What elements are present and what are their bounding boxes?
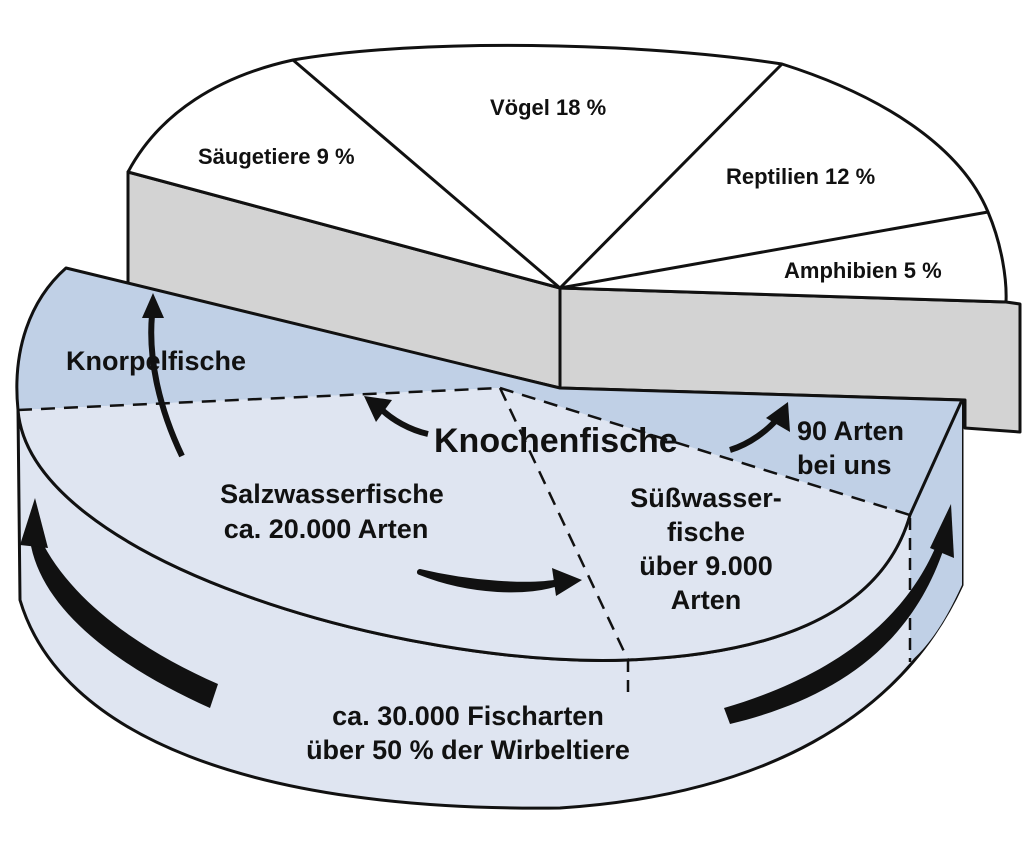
label-salzwasser-line1: Salzwasserfische <box>220 479 444 509</box>
label-suesswasser-line4: Arten <box>671 585 742 615</box>
arrow-knochenfische-left-head <box>364 396 392 422</box>
label-knorpelfische: Knorpelfische <box>66 346 246 376</box>
divider-knorpel-knochen <box>17 386 501 412</box>
divider-voegel-reptilien <box>558 62 784 290</box>
label-saeugetiere: Säugetiere 9 % <box>198 144 355 169</box>
label-total-line1: ca. 30.000 Fischarten <box>332 701 604 731</box>
arrow-rim-left-head <box>20 498 48 548</box>
divider-reptilien-amphibien <box>559 210 989 290</box>
segment-salzwasserfische <box>18 388 628 661</box>
label-suesswasser-line3: über 9.000 <box>639 551 773 581</box>
divider-suess-beiuns <box>499 386 911 517</box>
divider-salz-suess <box>498 387 630 661</box>
segment-suesswasserfische <box>500 388 910 660</box>
label-salzwasser-line2: ca. 20.000 Arten <box>224 514 429 544</box>
fish-disc-top-outline <box>15 266 964 662</box>
fish-disc-freshwater-wall <box>910 400 962 662</box>
arrow-knochenfische-right-head <box>766 402 790 432</box>
arrow-rim-right-head <box>930 504 954 558</box>
label-bei-uns-line2: bei uns <box>797 450 892 480</box>
arrow-rim-left <box>30 538 218 708</box>
arrow-knorpelfische-head <box>142 293 164 318</box>
label-amphibien: Amphibien 5 % <box>784 258 942 283</box>
divider-saeugetiere-voegel <box>292 58 561 290</box>
arrow-salz-suess-head <box>552 568 582 596</box>
upper-pie-top <box>126 43 1008 304</box>
label-bei-uns-line1: 90 Arten <box>797 416 904 446</box>
label-suesswasser-line1: Süßwasser- <box>630 483 782 513</box>
label-knochenfische: Knochenfische <box>434 422 678 460</box>
arrow-knorpelfische <box>148 314 185 458</box>
label-reptilien: Reptilien 12 % <box>726 164 875 189</box>
label-voegel: Vögel 18 % <box>490 95 606 120</box>
label-total-line2: über 50 % der Wirbeltiere <box>306 735 630 765</box>
arrow-rim-right <box>724 546 944 724</box>
label-suesswasser-line2: fische <box>667 517 745 547</box>
